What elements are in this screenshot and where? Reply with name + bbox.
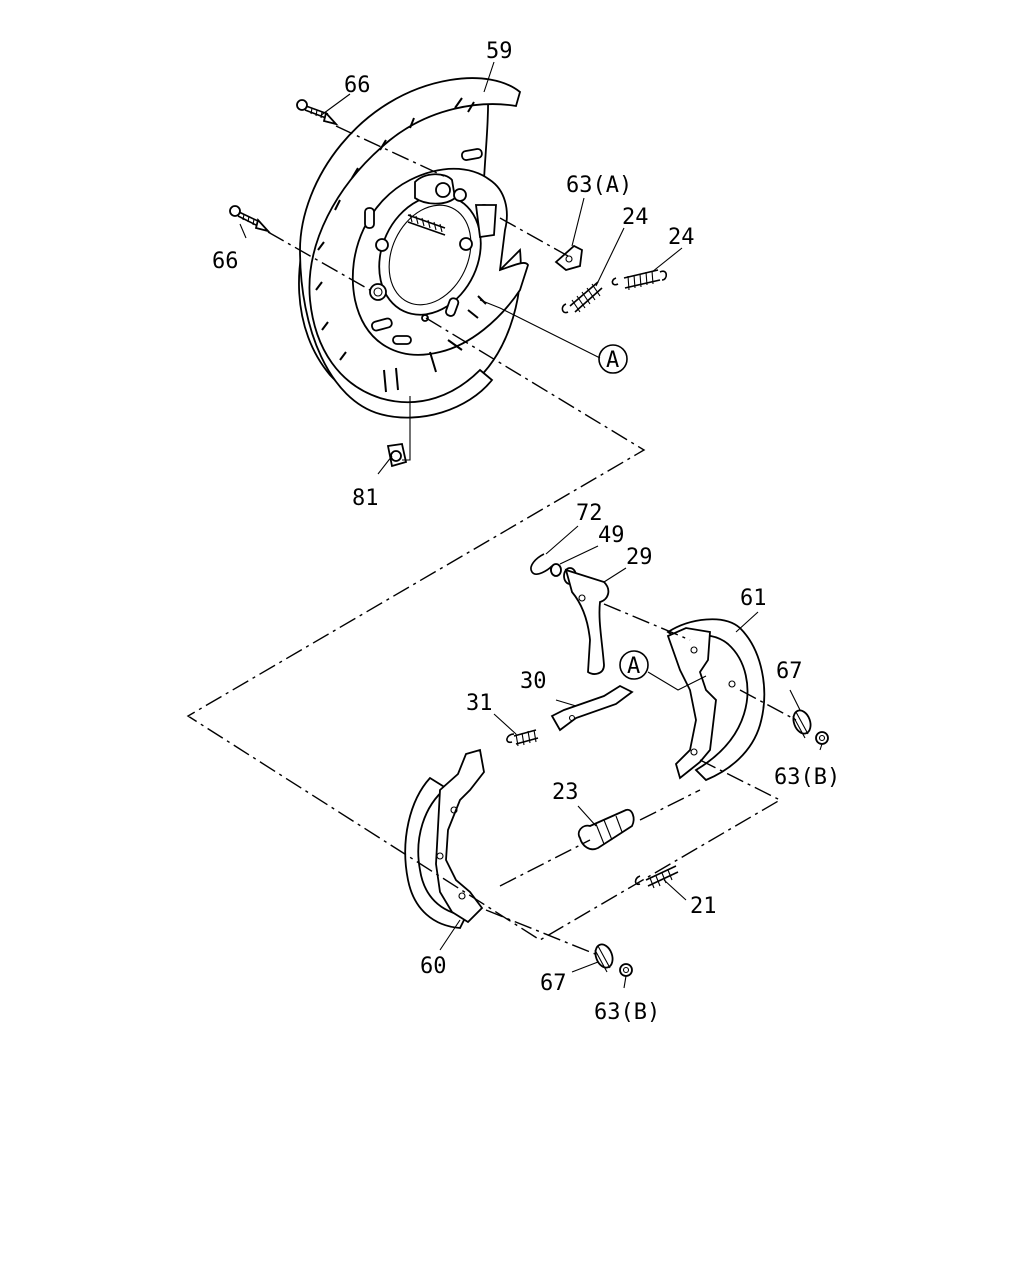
brake-shoe-61 [666, 618, 766, 782]
spring-24-b [611, 269, 668, 291]
callout-61: 61 [740, 586, 767, 611]
callout-29: 29 [626, 545, 653, 570]
callout-60: 60 [420, 954, 447, 979]
callout-67-lower: 67 [540, 971, 567, 996]
assembly-lines [186, 125, 797, 957]
callout-labels: 59 66 66 63(A) 24 24 A 81 72 49 29 61 A … [212, 39, 840, 1025]
backing-plate [298, 77, 529, 419]
callout-81: 81 [352, 486, 379, 511]
bolt-66-lower [229, 205, 271, 233]
lever-29 [563, 567, 610, 675]
callout-63b-lower: 63(B) [594, 1000, 660, 1025]
callout-30: 30 [520, 669, 547, 694]
reference-marker-a-upper [598, 344, 628, 374]
callout-67-right: 67 [776, 659, 803, 684]
clip-63a [554, 244, 583, 271]
clip-63b-right [815, 731, 829, 745]
callout-21: 21 [690, 894, 717, 919]
callout-66-lower: 66 [212, 249, 239, 274]
fitting-81 [386, 442, 408, 468]
spring-67-lower [594, 943, 614, 973]
callout-59: 59 [486, 39, 513, 64]
leader-lines [239, 61, 823, 989]
clip-63b-lower [619, 963, 633, 977]
callout-72: 72 [576, 501, 603, 526]
spring-24-a [561, 281, 603, 314]
callout-24-b: 24 [668, 225, 695, 250]
callout-23: 23 [552, 780, 579, 805]
callout-49: 49 [598, 523, 625, 548]
brake-shoe-60 [404, 748, 485, 929]
spring-67-right [792, 709, 812, 739]
strut-30 [550, 684, 634, 732]
bolt-66-upper [296, 99, 339, 126]
callout-63a: 63(A) [566, 173, 632, 198]
callout-66-upper: 66 [344, 73, 371, 98]
callout-31: 31 [466, 691, 493, 716]
reference-marker-a-lower [619, 650, 649, 680]
spring-21 [634, 865, 679, 889]
reference-a-upper-label: A [606, 348, 619, 373]
callout-24-a: 24 [622, 205, 649, 230]
spring-31 [506, 729, 539, 747]
adjuster-23 [577, 808, 635, 851]
washer-49 [550, 563, 562, 577]
reference-a-lower-label: A [627, 654, 640, 679]
callout-63b-right: 63(B) [774, 765, 840, 790]
